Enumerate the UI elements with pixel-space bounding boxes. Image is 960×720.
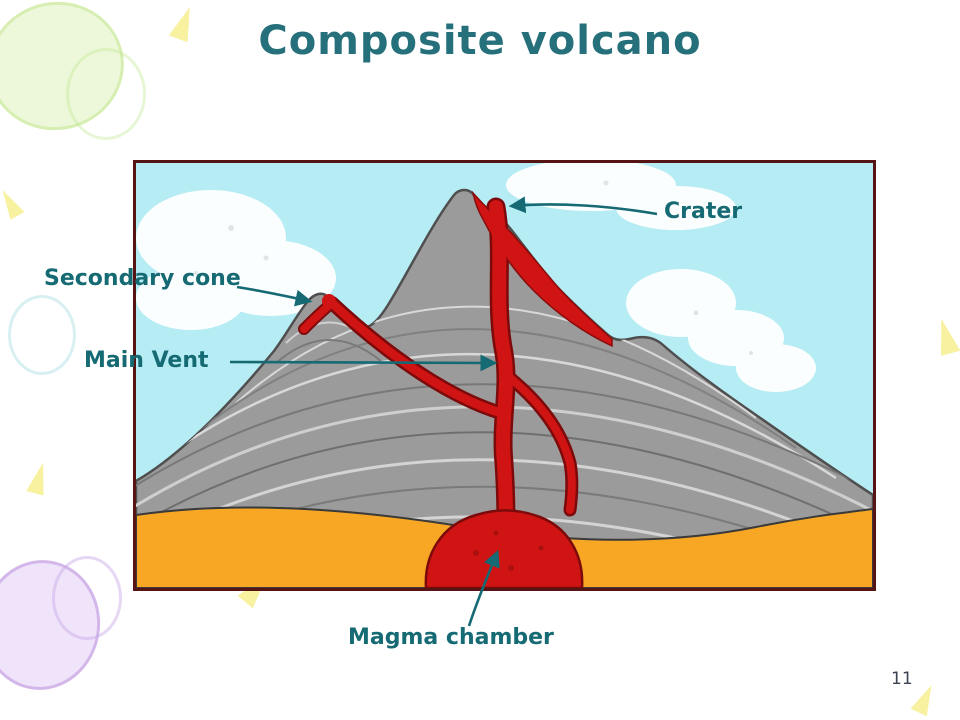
volcano-cross-section-svg <box>136 163 873 588</box>
label-crater: Crater <box>664 199 743 224</box>
circle-decoration <box>8 295 76 375</box>
balloon-outline-purple <box>52 556 122 640</box>
sparkle-decoration <box>26 460 52 496</box>
clouds <box>136 163 816 392</box>
label-main-vent: Main Vent <box>84 348 209 373</box>
slide-title: Composite volcano <box>258 18 702 64</box>
cloud-speckles <box>194 180 753 355</box>
volcano-diagram <box>133 160 876 591</box>
sparkle-decoration <box>911 682 940 717</box>
secondary-vent-channel <box>327 298 506 418</box>
label-secondary-cone: Secondary cone <box>44 266 241 291</box>
branch-vent-channel <box>500 369 576 514</box>
magma-chamber-speckles <box>473 530 544 571</box>
page-number: 11 <box>891 669 913 689</box>
balloon-outline-green <box>66 48 146 140</box>
magma-chamber-shape <box>424 509 584 588</box>
label-magma-chamber: Magma chamber <box>348 625 554 650</box>
main-vent-channel <box>489 200 513 535</box>
sparkle-decoration <box>0 186 24 220</box>
secondary-cone-crater <box>322 294 336 308</box>
sparkle-decoration <box>932 316 960 356</box>
